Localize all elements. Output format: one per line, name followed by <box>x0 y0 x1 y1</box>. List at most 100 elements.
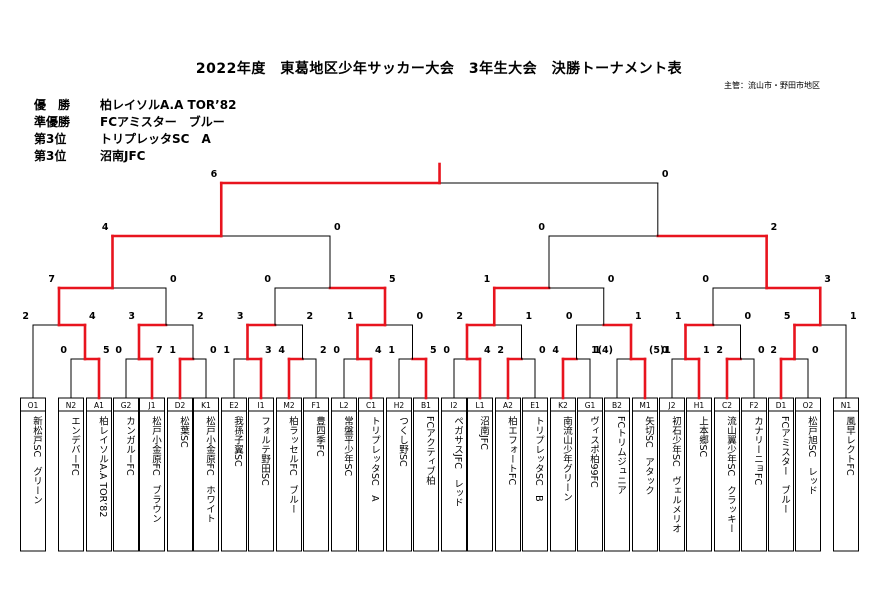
team-code: N2 <box>66 401 77 410</box>
result-rank: 第3位 <box>34 132 67 146</box>
match-score: 7 <box>48 274 55 285</box>
match-score: 4 <box>89 311 96 322</box>
match-score: 0 <box>170 274 177 285</box>
match-score: 1(4) <box>591 345 613 356</box>
match-score: 2 <box>770 345 777 356</box>
match-score: 4 <box>375 345 382 356</box>
team-code: C2 <box>722 401 732 410</box>
team-name: 初石少年SC ヴェルメリオ <box>670 415 682 533</box>
team-code: B1 <box>421 401 431 410</box>
team-code: G1 <box>585 401 596 410</box>
team-name: 沼南JFC <box>478 416 490 450</box>
team-box <box>276 397 302 552</box>
match-score: 5 <box>430 345 437 356</box>
team-code: L1 <box>476 401 485 410</box>
match-score: 0 <box>115 345 122 356</box>
result-row: 準優勝 FCアミスター ブルー <box>34 114 236 131</box>
page-title: 2022年度 東葛地区少年サッカー大会 3年生大会 決勝トーナメント表 <box>195 61 683 77</box>
team-box <box>193 397 219 552</box>
team-code: J2 <box>668 401 676 410</box>
team-box <box>248 397 274 552</box>
match-score: 4 <box>552 345 559 356</box>
match-score: 0 <box>758 345 765 356</box>
team-name: トリプレッタSC A <box>369 416 381 502</box>
team-code: M1 <box>639 401 650 410</box>
team-name: 松戸小金原FC ホワイト <box>204 415 216 523</box>
team-name: ペガサスJFC レッド <box>452 416 464 507</box>
match-score: 1 <box>594 345 601 356</box>
team-box <box>413 397 439 552</box>
match-score: 0 <box>661 345 668 356</box>
team-box <box>632 397 658 552</box>
match-score: 1 <box>347 311 354 322</box>
team-code: O1 <box>28 401 39 410</box>
match-score: 2 <box>22 311 29 322</box>
match-score: 0 <box>443 345 450 356</box>
team-name: FCアクティブ柏 <box>424 416 436 486</box>
team-name: 松戸小金原FC ブラウン <box>150 415 162 523</box>
match-score: 0 <box>702 274 709 285</box>
team-box <box>833 397 859 552</box>
match-score: 2 <box>307 311 314 322</box>
team-code: F1 <box>311 401 320 410</box>
result-team: FCアミスター ブルー <box>100 115 225 129</box>
result-row: 第3位 トリプレッタSC A <box>34 131 236 148</box>
team-code: E2 <box>229 401 239 410</box>
match-score: 2 <box>456 311 463 322</box>
team-name: 柏ラッセルFC ブルー <box>287 415 299 513</box>
match-score: 3 <box>237 311 244 322</box>
team-code: F2 <box>749 401 758 410</box>
match-score: 1 <box>484 274 491 285</box>
team-name: トリプレッタSC B <box>533 416 545 502</box>
match-score: 4 <box>102 222 109 233</box>
results-list: 優 勝 柏レイソルA.A TOR’82 準優勝 FCアミスター ブルー 第3位 … <box>34 97 236 165</box>
match-score: 1 <box>703 345 710 356</box>
match-score: 2 <box>771 222 778 233</box>
team-code: A1 <box>94 401 104 410</box>
match-score: 1 <box>526 311 533 322</box>
organizer-note: 主管：流山市・野田市地区 <box>724 81 820 90</box>
match-score: 0 <box>538 222 545 233</box>
team-name: 南流山少年グリーン <box>561 415 573 501</box>
match-score: 2 <box>497 345 504 356</box>
team-code: D1 <box>776 401 787 410</box>
team-name: 松戸旭SC レッド <box>806 415 818 495</box>
team-box <box>522 397 548 552</box>
team-name: FCトリムジュニア <box>615 416 627 495</box>
team-box <box>550 397 576 552</box>
match-score: 2 <box>716 345 723 356</box>
result-team: トリプレッタSC A <box>100 132 211 146</box>
match-score: 3 <box>265 345 272 356</box>
team-code: K1 <box>201 401 211 410</box>
team-code: N1 <box>841 401 852 410</box>
team-name: カンガルーFC <box>124 416 136 476</box>
match-score: 5 <box>389 274 396 285</box>
team-box <box>113 397 139 552</box>
team-code: G2 <box>121 401 132 410</box>
match-score: 4 <box>278 345 285 356</box>
team-name: 上本郷SC <box>697 416 709 458</box>
team-code: C1 <box>366 401 376 410</box>
team-name: 豊四季FC <box>314 415 326 457</box>
team-name: 流山翼少年SC クラッキー <box>725 415 737 533</box>
team-name: 松葉SC <box>178 415 190 448</box>
match-score: 0 <box>60 345 67 356</box>
team-code: J1 <box>148 401 156 410</box>
team-box <box>86 397 112 552</box>
team-code: A2 <box>503 401 513 410</box>
team-box <box>20 397 46 552</box>
match-score: 1 <box>223 345 230 356</box>
match-score: 1 <box>635 311 642 322</box>
team-code: H2 <box>394 401 405 410</box>
team-code: M2 <box>283 401 294 410</box>
team-box <box>139 397 165 552</box>
team-code: I1 <box>258 401 265 410</box>
match-score: 3 <box>824 274 831 285</box>
team-code: D2 <box>175 401 186 410</box>
match-score: 0 <box>334 222 341 233</box>
result-team: 柏レイソルA.A TOR’82 <box>100 98 237 112</box>
result-rank: 準優勝 <box>34 115 71 129</box>
team-code: I2 <box>451 401 458 410</box>
match-score: 3 <box>128 311 135 322</box>
